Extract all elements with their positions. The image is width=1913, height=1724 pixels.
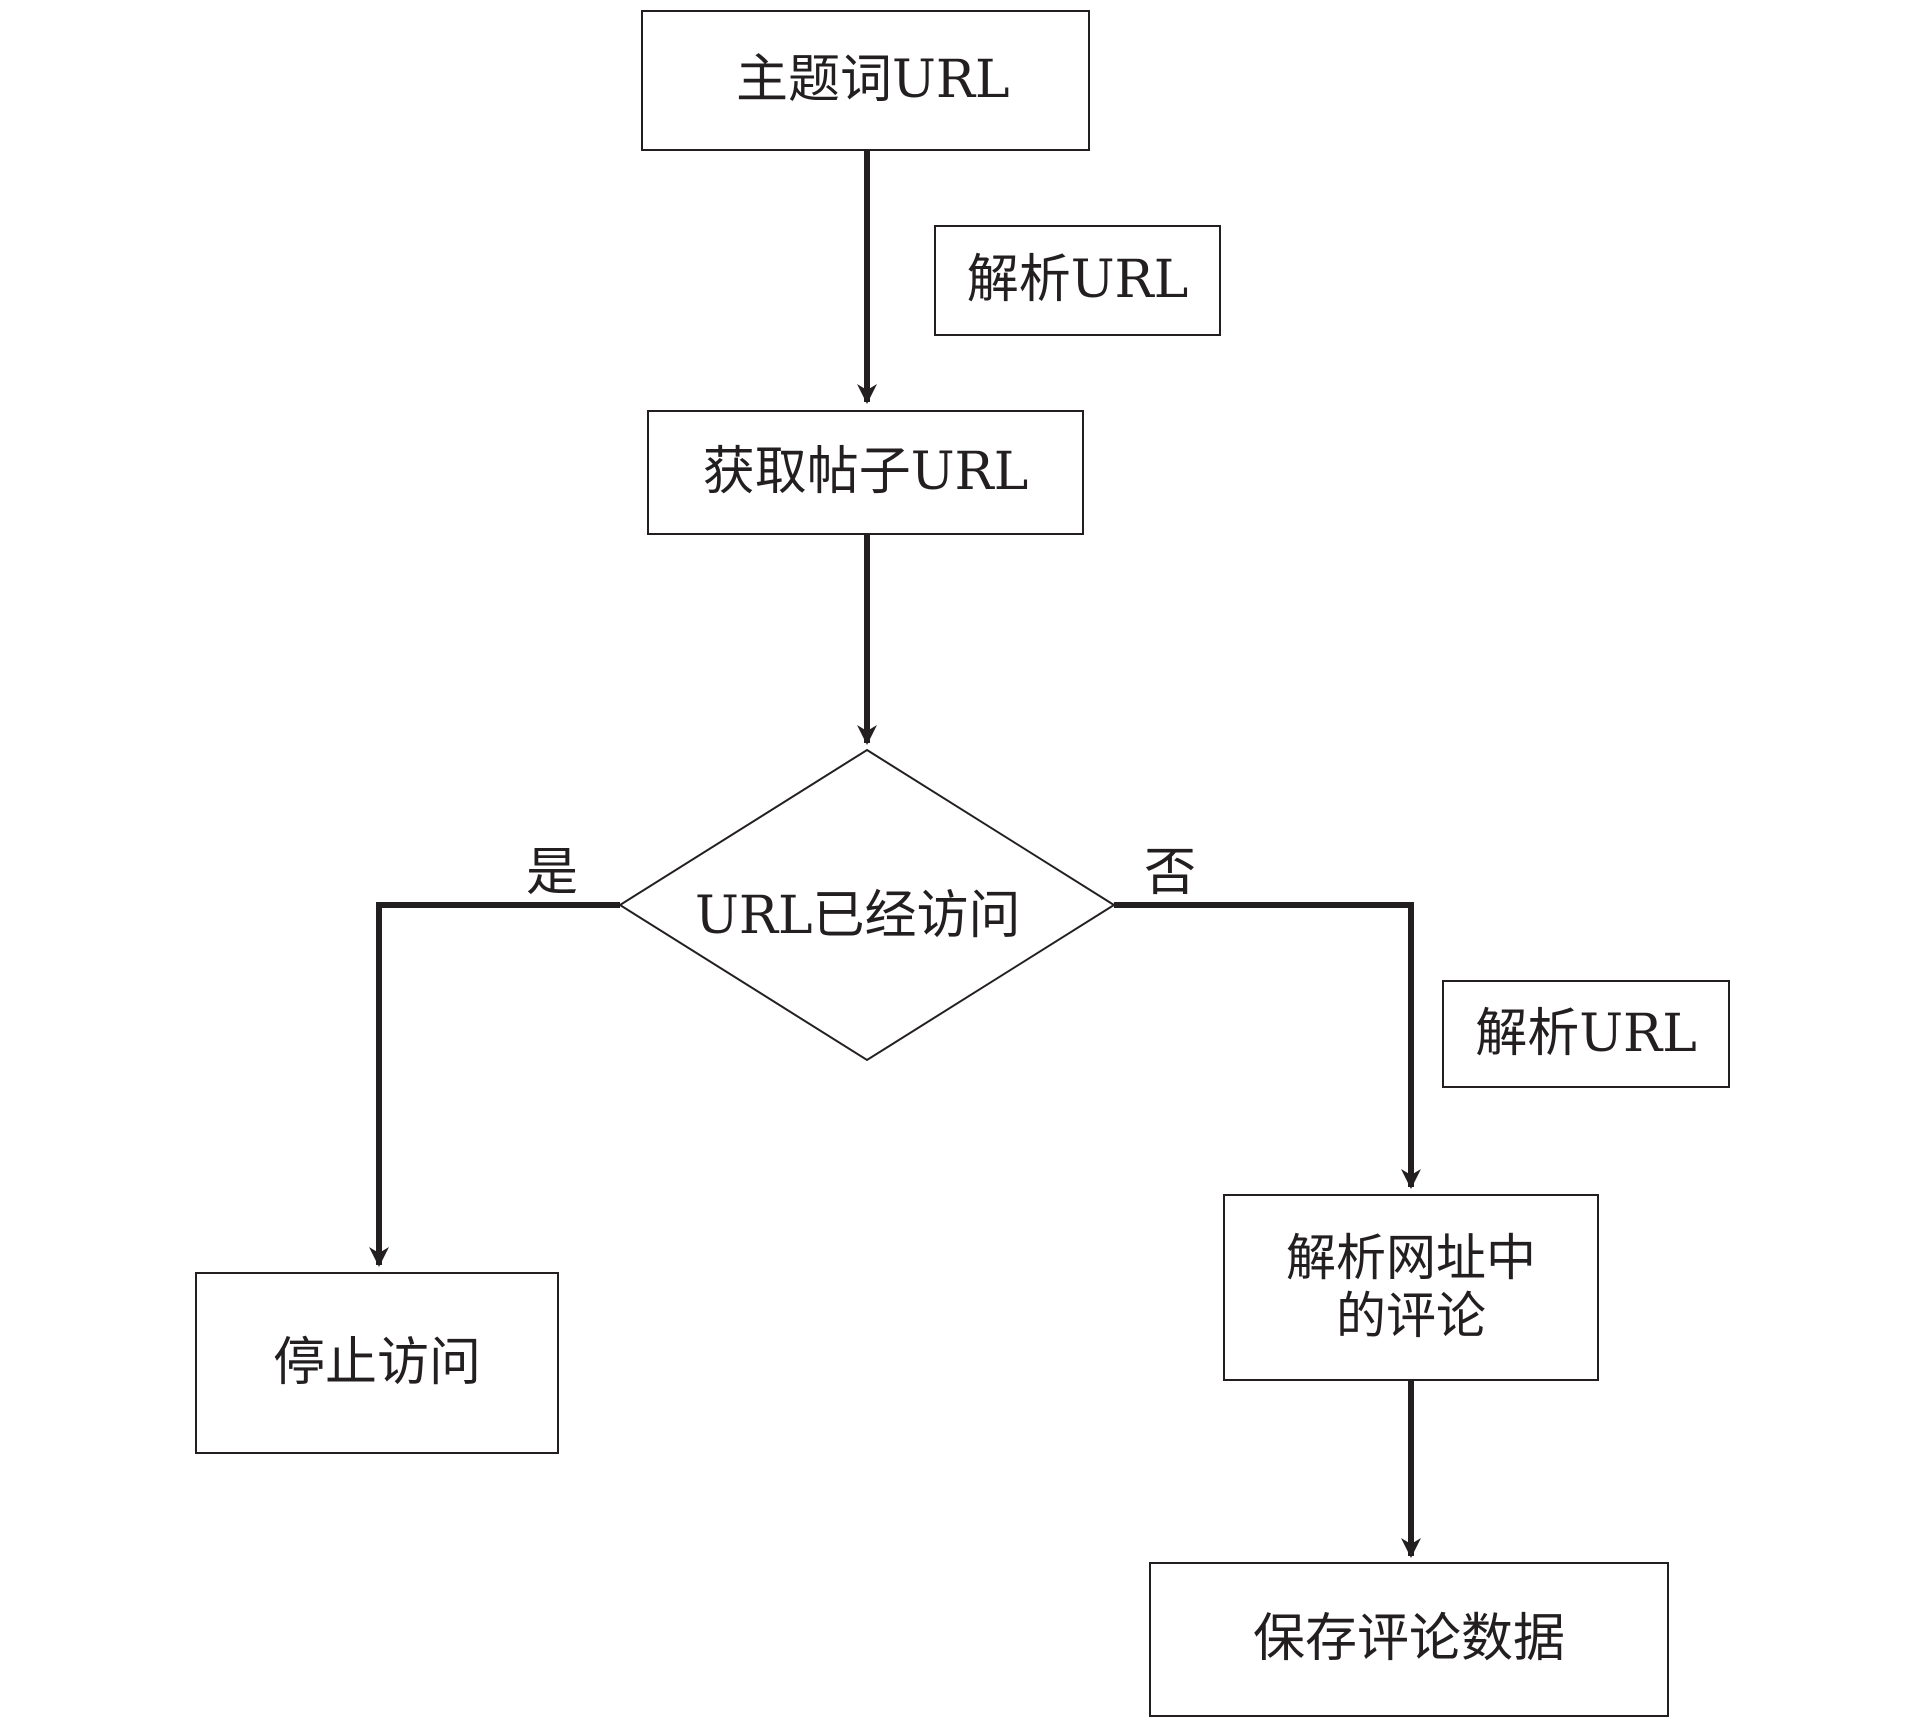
edge-no-label: 否 [1144, 843, 1197, 903]
node-stop-visit-label: 停止访问 [272, 1332, 481, 1393]
node-parse-url-right: 解析URL [1442, 980, 1730, 1088]
node-parse-url-top-label: 解析URL [966, 250, 1189, 311]
edge-yes-to-stop [369, 902, 620, 1267]
edge-no-to-parse-comments [1114, 902, 1421, 1189]
edge-yes-label: 是 [526, 843, 579, 903]
node-keyword-url: 主题词URL [641, 10, 1090, 151]
node-parse-url-top: 解析URL [934, 225, 1221, 336]
node-save-comments: 保存评论数据 [1149, 1562, 1669, 1717]
node-get-post-url-label: 获取帖子URL [702, 442, 1029, 503]
decision-label: URL已经访问 [695, 886, 1021, 946]
node-parse-url-right-label: 解析URL [1475, 1003, 1697, 1064]
node-stop-visit: 停止访问 [195, 1272, 559, 1454]
node-save-comments-label: 保存评论数据 [1252, 1609, 1565, 1670]
node-parse-comments-label: 解析网址中 的评论 [1286, 1229, 1536, 1345]
node-get-post-url: 获取帖子URL [647, 410, 1084, 535]
node-keyword-url-label: 主题词URL [736, 50, 1010, 111]
node-parse-comments: 解析网址中 的评论 [1223, 1194, 1599, 1381]
decision-diamond [618, 748, 1116, 1062]
